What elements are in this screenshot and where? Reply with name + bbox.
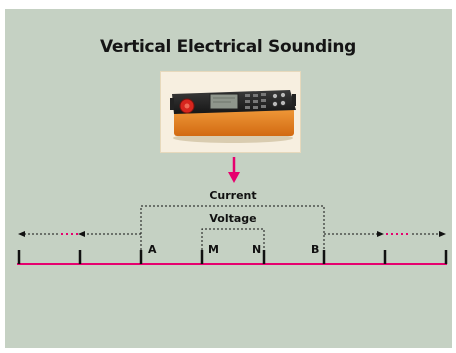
right-expansion-arrow bbox=[324, 231, 446, 237]
voltage-label: Voltage bbox=[209, 212, 256, 225]
electrode-stakes bbox=[17, 250, 448, 264]
current-label: Current bbox=[209, 189, 256, 202]
electrode-n-label: N bbox=[252, 243, 261, 256]
diagram-title: Vertical Electrical Sounding bbox=[99, 37, 357, 57]
voltage-circuit-line bbox=[201, 228, 265, 254]
electrode-m-label: M bbox=[208, 243, 219, 256]
electrode-a-label: A bbox=[148, 243, 157, 256]
diagram-panel bbox=[5, 9, 452, 348]
device-photo-frame bbox=[160, 71, 301, 153]
resistivity-meter-icon bbox=[170, 90, 296, 143]
electrode-b-label: B bbox=[311, 243, 319, 256]
left-expansion-arrow bbox=[18, 231, 141, 237]
down-arrow-icon bbox=[228, 157, 240, 183]
current-circuit-line bbox=[140, 205, 325, 254]
